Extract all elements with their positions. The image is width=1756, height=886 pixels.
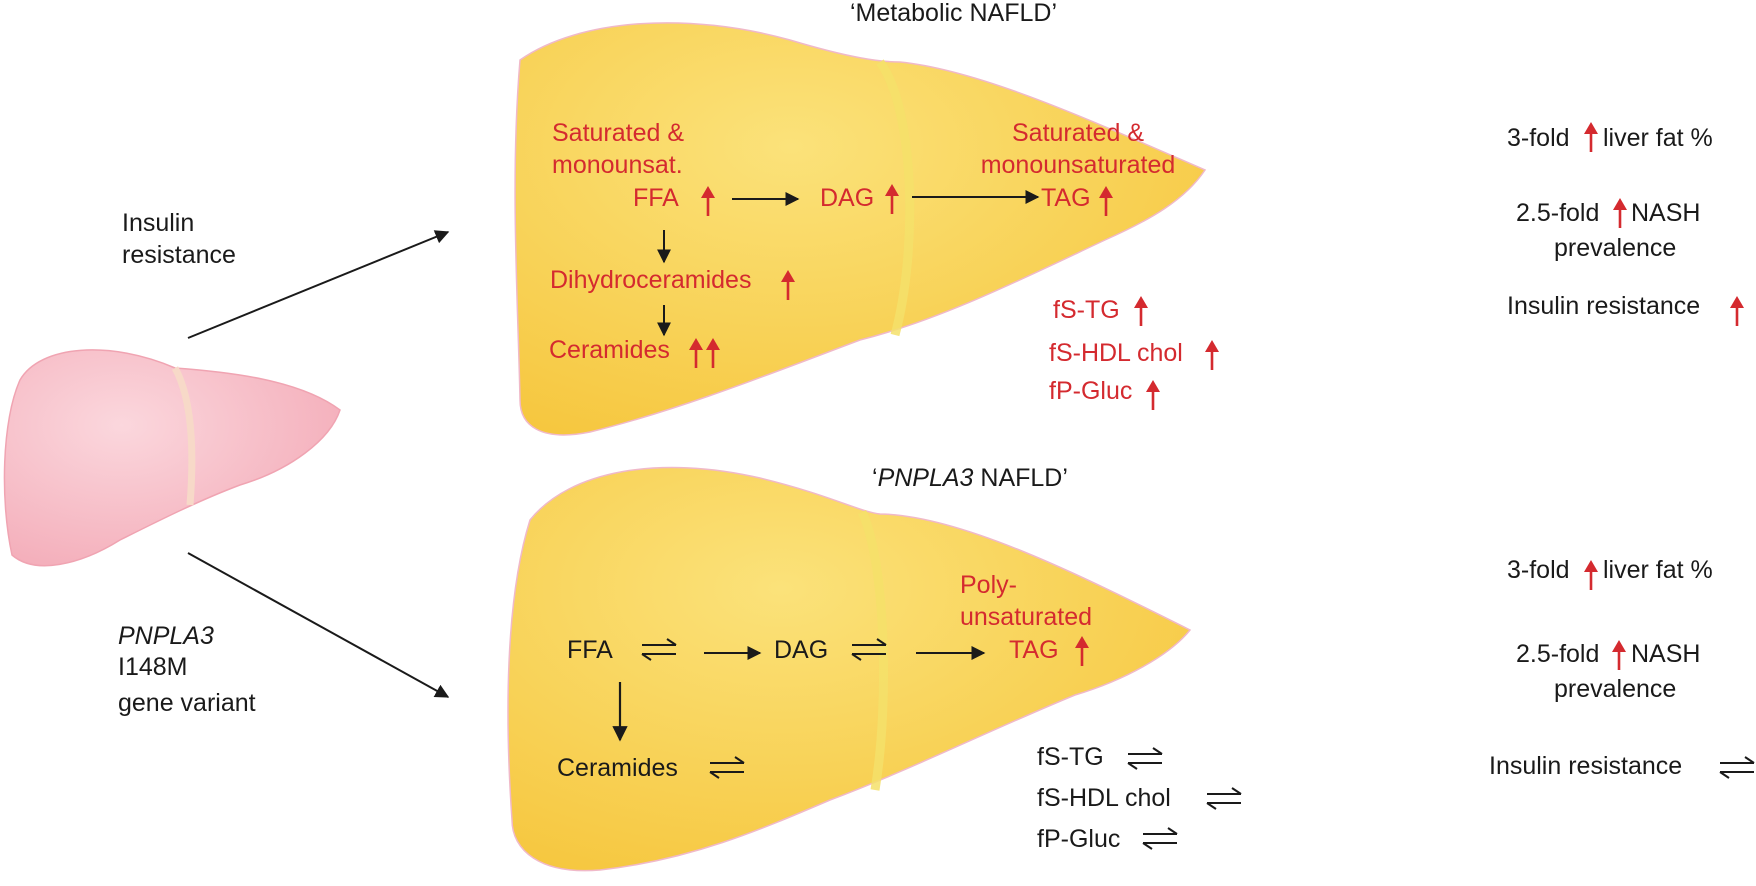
fs-hdl-unchanged-icon bbox=[1206, 787, 1242, 810]
pnpla3-nash-increase-icon bbox=[1610, 638, 1628, 672]
ffa-header-line2: monounsat. bbox=[552, 151, 683, 179]
nash-increase-icon bbox=[1611, 196, 1629, 230]
pnpla3-dag-label: DAG bbox=[774, 636, 829, 664]
pnpla3-liver-shape bbox=[507, 466, 1192, 872]
pnpla3-ffa-label: FFA bbox=[567, 636, 613, 664]
dag-label: DAG bbox=[820, 184, 875, 212]
ffa-label: FFA bbox=[633, 184, 679, 212]
pnpla3-title-open: ‘ bbox=[872, 464, 878, 492]
fp-gluc-increase-icon bbox=[1144, 378, 1162, 412]
metabolic-fs-tg: fS-TG bbox=[1053, 296, 1120, 324]
tag-header-line2: monounsaturated bbox=[980, 151, 1176, 179]
pnpla3-nash-suffix: NASH bbox=[1631, 640, 1701, 668]
fs-hdl-increase-icon bbox=[1203, 338, 1221, 372]
pnpla3-tag-header-line2: unsaturated bbox=[960, 603, 1093, 631]
pnpla3-insulin-resistance: Insulin resistance bbox=[1489, 752, 1683, 780]
metabolic-insulin-resistance: Insulin resistance bbox=[1507, 292, 1701, 320]
tag-header-line1: Saturated & bbox=[1011, 119, 1145, 147]
pnpla3-nafld-title: ‘PNPLA3 NAFLD’ bbox=[872, 463, 1068, 494]
insulin-resistance-increase-icon bbox=[1728, 294, 1746, 328]
pnpla3-liver-fat-increase-icon bbox=[1582, 558, 1600, 592]
tag-label: TAG bbox=[1041, 184, 1091, 212]
metabolic-liver-shape bbox=[514, 22, 1207, 436]
pnpla3-nash-prefix: 2.5-fold bbox=[1516, 640, 1600, 668]
metabolic-liver-fat-suffix: liver fat % bbox=[1603, 124, 1713, 152]
pnpla3-tag-label: TAG bbox=[1009, 636, 1059, 664]
arrow-to-metabolic bbox=[187, 230, 450, 339]
ceramides-label: Ceramides bbox=[549, 336, 670, 364]
pnpla3-fs-hdl: fS-HDL chol bbox=[1037, 784, 1171, 812]
fp-gluc-unchanged-icon bbox=[1142, 827, 1178, 850]
liver-fat-increase-icon bbox=[1582, 120, 1600, 154]
ffa-header-line1: Saturated & bbox=[552, 119, 685, 147]
pnpla3-ceramides-label: Ceramides bbox=[557, 754, 678, 782]
metabolic-nash-line2: prevalence bbox=[1554, 234, 1677, 262]
pnpla3-liver-fat-suffix: liver fat % bbox=[1603, 556, 1713, 584]
metabolic-nash-suffix: NASH bbox=[1631, 199, 1701, 227]
pnpla3-fs-tg: fS-TG bbox=[1037, 743, 1104, 771]
metabolic-nash-prefix: 2.5-fold bbox=[1516, 199, 1600, 227]
arrow-to-pnpla3 bbox=[187, 552, 450, 698]
metabolic-fs-hdl: fS-HDL chol bbox=[1049, 339, 1183, 367]
pnpla3-title-gene: PNPLA3 bbox=[877, 464, 974, 492]
fs-tg-unchanged-icon bbox=[1127, 747, 1163, 770]
dihydroceramides-label: Dihydroceramides bbox=[550, 266, 752, 294]
metabolic-fp-gluc: fP-Gluc bbox=[1049, 377, 1133, 405]
healthy-liver-icon bbox=[3, 349, 341, 567]
insulin-resistance-input-line1: Insulin bbox=[122, 209, 195, 237]
gene-variant-line1: I148M bbox=[118, 653, 188, 681]
metabolic-nafld-title: ‘Metabolic NAFLD’ bbox=[850, 0, 1058, 27]
metabolic-liver-fat-prefix: 3-fold bbox=[1507, 124, 1570, 152]
pnpla3-tag-header-line1: Poly- bbox=[960, 571, 1017, 599]
insulin-resistance-unchanged-icon bbox=[1719, 756, 1755, 779]
pnpla3-fp-gluc: fP-Gluc bbox=[1037, 825, 1121, 853]
pnpla3-liver-fat-prefix: 3-fold bbox=[1507, 556, 1570, 584]
pnpla3-nash-line2: prevalence bbox=[1554, 675, 1677, 703]
gene-name: PNPLA3 bbox=[118, 622, 214, 650]
fs-tg-increase-icon bbox=[1132, 294, 1150, 328]
gene-variant-line2: gene variant bbox=[118, 689, 256, 717]
pnpla3-title-rest: NAFLD’ bbox=[973, 464, 1068, 492]
insulin-resistance-input-line2: resistance bbox=[122, 241, 236, 269]
